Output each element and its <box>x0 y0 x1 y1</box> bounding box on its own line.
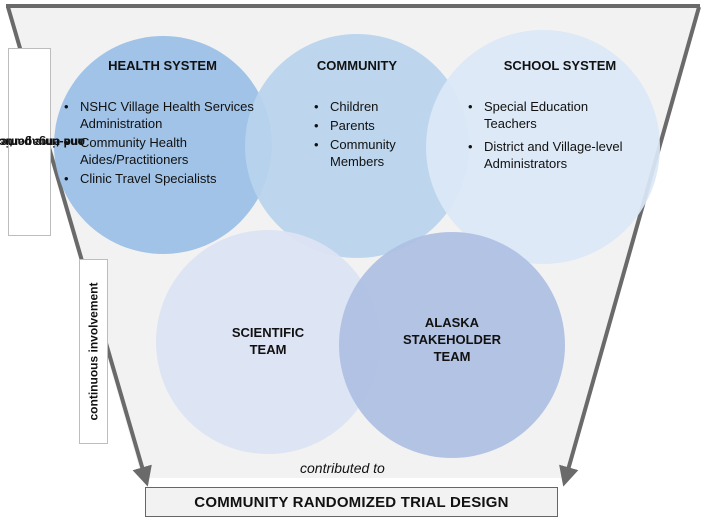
health-system-title: HEALTH SYSTEM <box>108 58 217 73</box>
list-item: NSHC Village Health Services Administrat… <box>60 98 265 132</box>
list-item: Parents <box>310 117 442 134</box>
funnel-right-arrow <box>559 6 701 487</box>
list-item: Community Health Aides/Practitioners <box>60 134 265 168</box>
list-item: Clinic Travel Specialists <box>60 170 265 187</box>
community-text: COMMUNITY Children Parents Community Mem… <box>292 58 442 172</box>
contributed-to-label: contributed to <box>300 460 385 476</box>
health-system-list: NSHC Village Health Services Administrat… <box>60 98 265 187</box>
list-item: Children <box>310 98 442 115</box>
school-system-list: Special Education Teachers District and … <box>464 98 660 172</box>
school-system-text: SCHOOL SYSTEM Special Education Teachers… <box>460 58 660 174</box>
health-system-text: HEALTH SYSTEM NSHC Village Health Servic… <box>60 58 265 189</box>
circle-scientific-team <box>156 230 380 454</box>
list-item: District and Village-level Administrator… <box>464 138 654 172</box>
circle-stakeholder-team <box>339 232 565 458</box>
stakeholder-team-title: ALASKA STAKEHOLDER TEAM <box>403 315 501 364</box>
involvement-label: continuous involvement <box>79 259 108 444</box>
list-item: Community Members <box>310 136 420 170</box>
result-box: COMMUNITY RANDOMIZED TRIAL DESIGN <box>145 487 558 517</box>
engagement-label: one-time participation and engagement <box>0 48 85 236</box>
school-system-title: SCHOOL SYSTEM <box>503 58 617 73</box>
community-list: Children Parents Community Members <box>310 98 442 170</box>
community-title: COMMUNITY <box>316 58 398 73</box>
list-item: Special Education Teachers <box>464 98 614 132</box>
scientific-team-title: SCIENTIFIC TEAM <box>231 325 305 357</box>
